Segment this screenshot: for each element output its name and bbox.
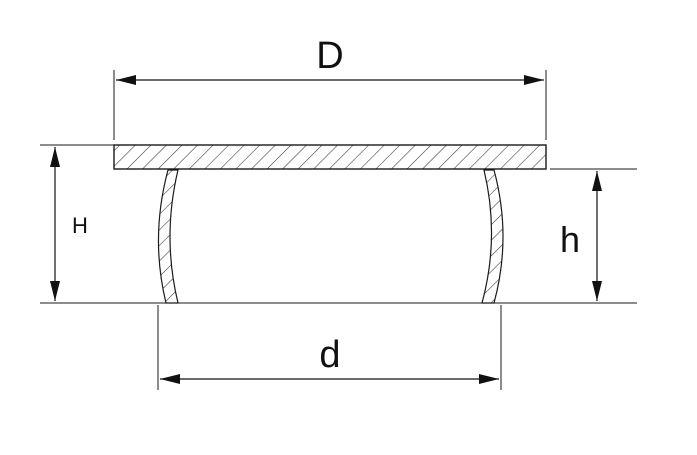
dimension-lines (50, 75, 602, 384)
label-outer-diameter: D (316, 35, 343, 77)
label-inner-diameter: d (319, 334, 340, 376)
left-wall (157, 169, 179, 304)
label-total-height: H (72, 213, 88, 238)
extension-lines (40, 70, 637, 390)
right-wall (481, 169, 504, 304)
label-body-height: h (560, 219, 580, 260)
flange (113, 144, 547, 170)
